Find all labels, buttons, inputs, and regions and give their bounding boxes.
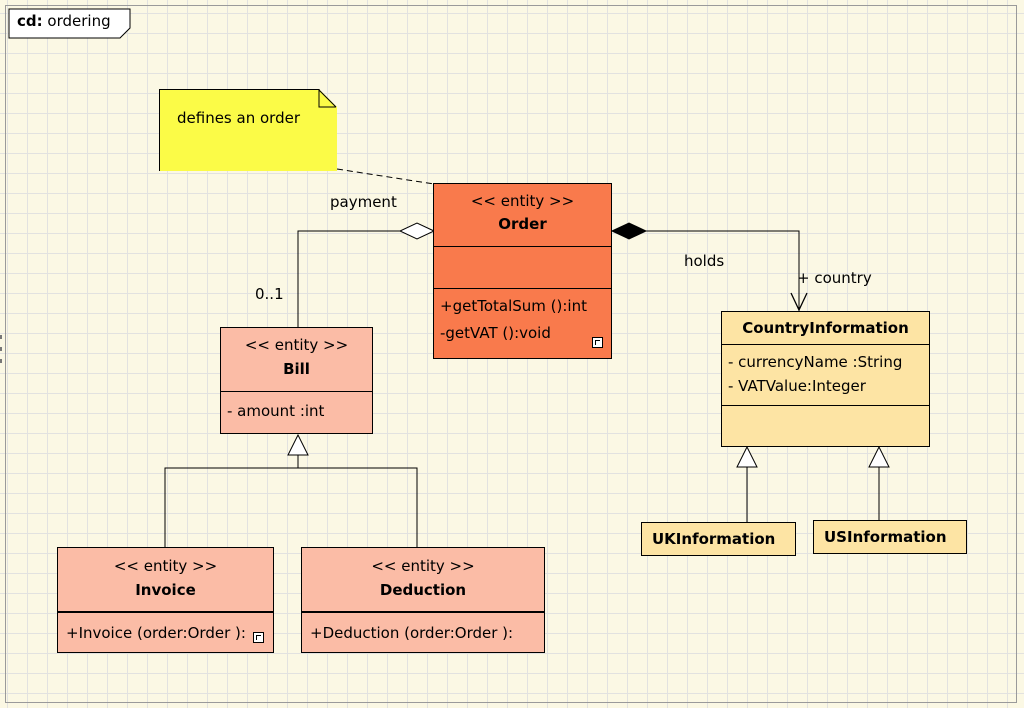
navigability-arrow (790, 292, 808, 312)
class-uk-information[interactable]: UKInformation (641, 522, 796, 556)
invoice-operations: +Invoice (order:Order ): (58, 611, 273, 652)
note-anchor-line (336, 168, 435, 185)
note-fold (318, 89, 337, 108)
composition-diamond (610, 222, 648, 240)
diagram-frame (5, 5, 1017, 703)
invoice-operation: +Invoice (order:Order ): (66, 624, 246, 642)
country-information-attributes: - currencyName :String - VATValue:Intege… (722, 344, 929, 405)
note[interactable] (159, 89, 337, 171)
order-name: Order (498, 215, 547, 233)
generalization-arrowhead (287, 433, 309, 456)
invoice-stereotype: << entity >> (113, 557, 218, 575)
class-invoice[interactable]: << entity >> Invoice +Invoice (order:Ord… (57, 547, 274, 653)
country-role-label: + country (797, 269, 872, 287)
bill-attributes: - amount :int (221, 391, 372, 433)
uk-generalization-arrowhead (736, 445, 758, 468)
bill-name: Bill (283, 360, 310, 378)
us-generalization-arrowhead (868, 445, 890, 468)
diagram-kind: cd: (17, 12, 43, 30)
order-attributes (434, 246, 611, 288)
class-country-information[interactable]: CountryInformation - currencyName :Strin… (721, 311, 930, 447)
deduction-operation: +Deduction (order:Order ): (310, 624, 514, 642)
deduction-operations: +Deduction (order:Order ): (302, 611, 544, 652)
order-operation: -getVAT ():void (440, 324, 551, 342)
holds-label: holds (684, 252, 725, 270)
diagram-title-tab (8, 8, 131, 39)
country-information-name: CountryInformation (742, 319, 909, 337)
invoice-name: Invoice (135, 581, 196, 599)
class-us-information[interactable]: USInformation (813, 520, 967, 554)
uk-information-name: UKInformation (652, 530, 776, 548)
country-information-attribute: - currencyName :String (728, 353, 903, 371)
us-information-name: USInformation (824, 528, 947, 546)
country-information-attribute: - VATValue:Integer (728, 377, 866, 395)
bill-attribute: - amount :int (227, 402, 325, 420)
diagram-title[interactable]: cd: ordering (17, 12, 111, 30)
order-operations: +getTotalSum ():int -getVAT ():void (434, 288, 611, 358)
class-deduction[interactable]: << entity >> Deduction +Deduction (order… (301, 547, 545, 653)
order-operation: +getTotalSum ():int (440, 297, 587, 315)
order-stereotype: << entity >> (470, 192, 575, 210)
diagram-name: ordering (47, 12, 111, 30)
holds-association-line (646, 230, 800, 311)
collapse-icon[interactable] (253, 632, 264, 643)
payment-association-line (297, 230, 400, 327)
generalization-branch-line (164, 467, 418, 547)
deduction-stereotype: << entity >> (371, 557, 475, 575)
payment-label: payment (330, 193, 397, 211)
ruler-marks (0, 335, 2, 373)
class-bill[interactable]: << entity >> Bill - amount :int (220, 327, 373, 434)
aggregation-diamond (398, 222, 436, 240)
payment-multiplicity: 0..1 (255, 285, 284, 303)
bill-stereotype: << entity >> (244, 336, 349, 354)
class-order[interactable]: << entity >> Order +getTotalSum ():int -… (433, 183, 612, 359)
collapse-icon[interactable] (592, 337, 603, 348)
note-text: defines an order (177, 109, 300, 127)
deduction-name: Deduction (379, 581, 467, 599)
country-information-operations (722, 405, 929, 446)
